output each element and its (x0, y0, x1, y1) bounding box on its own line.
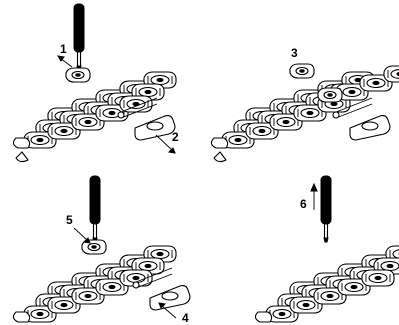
step-number: 3 (291, 46, 298, 60)
step-number: 5 (66, 213, 73, 227)
watch-bracelet-icon (13, 72, 176, 162)
screwdriver-icon (73, 3, 85, 71)
arrow-icon (57, 55, 73, 68)
panel-1: 1 2 (13, 3, 179, 162)
link-pin-icon (317, 87, 343, 103)
panel-4: 6 (255, 175, 399, 325)
panel-3: 5 4 (13, 175, 191, 325)
link-pin-icon (65, 67, 91, 83)
screwdriver-icon (89, 175, 101, 243)
arrow-icon (155, 134, 176, 154)
link-pin-icon (289, 63, 315, 79)
arrow-icon (158, 302, 177, 319)
watch-bracelet-icon (13, 246, 176, 325)
watch-bracelet-icon (255, 246, 399, 325)
arrow-icon (310, 182, 318, 210)
step-number: 6 (300, 197, 307, 211)
step-number: 4 (182, 311, 189, 325)
step-number: 1 (60, 42, 67, 56)
arrow-icon (73, 227, 91, 244)
panel-2: 3 (211, 46, 399, 162)
screwdriver-icon (320, 175, 332, 243)
step-number: 2 (172, 130, 179, 144)
